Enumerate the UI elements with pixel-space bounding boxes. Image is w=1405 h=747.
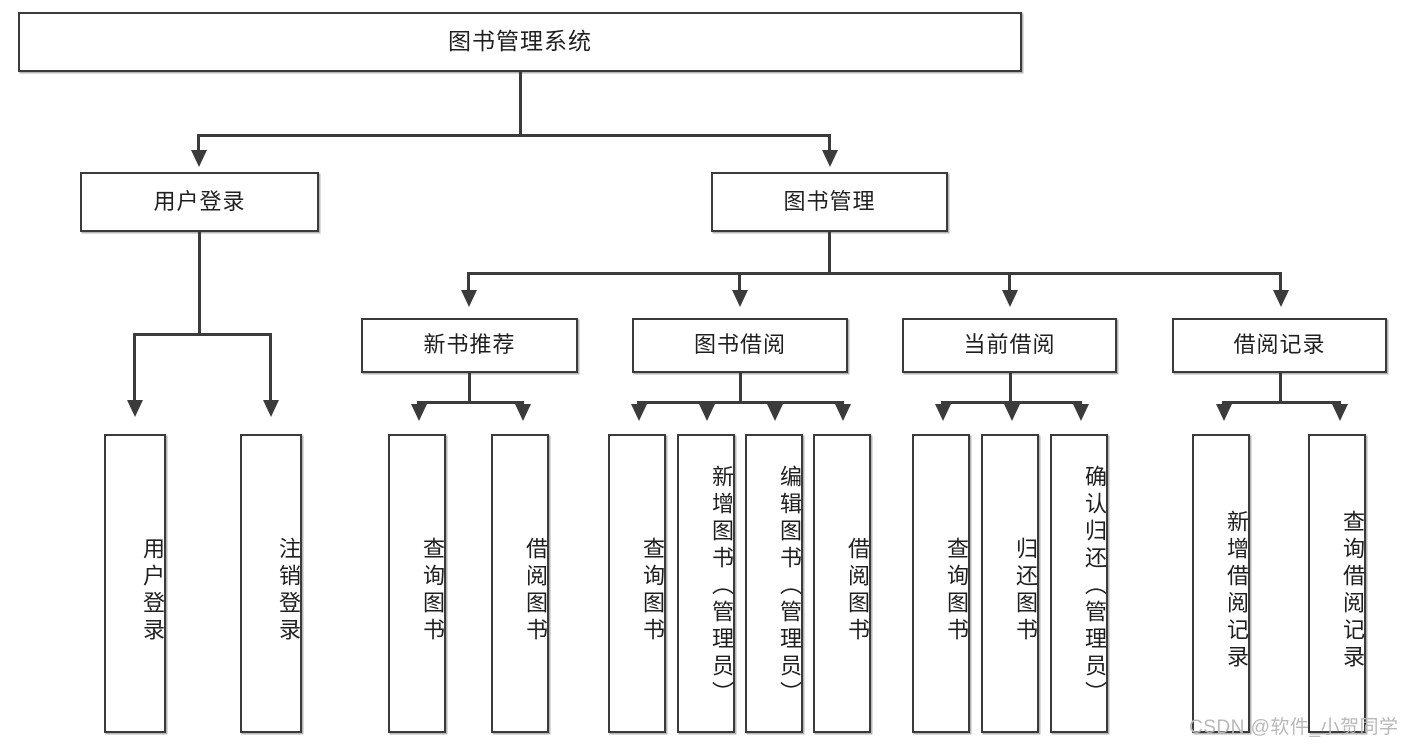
node-root-system[interactable]: 图书管理系统	[18, 12, 1022, 72]
edge-cb-to-leaf1	[941, 401, 944, 406]
edge-br-to-leaf1	[1222, 401, 1225, 406]
arrow-root-to-user-login	[190, 150, 207, 167]
edge-new-book-down	[468, 373, 471, 403]
arrow-bb-to-leaf4	[834, 404, 851, 421]
edge-cb-to-leaf2	[1010, 401, 1013, 406]
leaf-add-borrow-record[interactable]: 新增借阅记录	[1192, 434, 1250, 733]
edge-borrow-record-bus	[1222, 401, 1340, 404]
edge-root-bus	[197, 134, 831, 137]
leaf-query-book-borrow[interactable]: 查询图书	[608, 434, 666, 733]
node-user-login[interactable]: 用户登录	[80, 172, 319, 232]
leaf-add-book-admin[interactable]: 新增图书（管理员）	[677, 434, 735, 733]
edge-user-login-down	[198, 232, 201, 335]
node-book-borrow[interactable]: 图书借阅	[632, 318, 848, 373]
node-book-management[interactable]: 图书管理	[711, 172, 948, 232]
edge-cb-to-leaf3	[1079, 401, 1082, 406]
edge-book-management-down	[828, 232, 831, 274]
edge-bm-to-new-book	[467, 272, 470, 291]
arrow-user-login-to-leaf1	[126, 400, 143, 417]
edge-br-to-leaf2	[1338, 401, 1341, 406]
leaf-user-login[interactable]: 用户登录	[104, 434, 166, 733]
edge-nb-to-leaf1	[417, 401, 420, 406]
arrow-bm-to-new-book	[460, 290, 477, 307]
leaf-logout[interactable]: 注销登录	[240, 434, 302, 733]
edge-user-login-to-leaf1	[133, 333, 136, 401]
leaf-borrow-book-borrow[interactable]: 借阅图书	[813, 434, 871, 733]
edge-bm-to-borrow-record	[1279, 272, 1282, 291]
edge-bb-to-leaf3	[773, 401, 776, 406]
edge-root-down	[518, 72, 522, 136]
edge-root-to-book-management	[828, 134, 831, 151]
edge-book-management-bus	[467, 272, 1282, 275]
leaf-confirm-return-admin[interactable]: 确认归还（管理员）	[1050, 434, 1108, 733]
arrow-cb-to-leaf3	[1072, 404, 1089, 421]
leaf-return-book[interactable]: 归还图书	[981, 434, 1039, 733]
arrow-bb-to-leaf1	[630, 404, 647, 421]
leaf-borrow-book-new-recommend[interactable]: 借阅图书	[491, 434, 549, 733]
edge-bb-to-leaf4	[841, 401, 844, 406]
arrow-bb-to-leaf2	[698, 404, 715, 421]
edge-new-book-bus	[417, 401, 523, 404]
node-new-book-recommend[interactable]: 新书推荐	[361, 318, 578, 373]
arrow-br-to-leaf2	[1331, 404, 1348, 421]
edge-bm-to-book-borrow	[738, 272, 741, 291]
edge-current-borrow-down	[1009, 373, 1012, 403]
csdn-watermark: CSDN @软件_小贺同学	[1189, 717, 1399, 738]
leaf-query-borrow-record[interactable]: 查询借阅记录	[1308, 434, 1366, 733]
node-current-borrow[interactable]: 当前借阅	[902, 318, 1117, 373]
edge-borrow-record-down	[1279, 373, 1282, 403]
edge-root-to-user-login	[197, 134, 200, 151]
leaf-query-book-current[interactable]: 查询图书	[912, 434, 970, 733]
edge-bb-to-leaf1	[637, 401, 640, 406]
edge-user-login-to-leaf2	[269, 333, 272, 401]
arrow-cb-to-leaf1	[934, 404, 951, 421]
arrow-nb-to-leaf2	[514, 404, 531, 421]
edge-book-borrow-down	[739, 373, 742, 403]
node-borrow-record[interactable]: 借阅记录	[1172, 318, 1387, 373]
arrow-bm-to-borrow-record	[1272, 290, 1289, 307]
edge-user-login-bus	[133, 333, 270, 336]
edge-book-borrow-bus	[637, 401, 843, 404]
arrow-bm-to-book-borrow	[731, 290, 748, 307]
edge-nb-to-leaf2	[521, 401, 524, 406]
arrow-user-login-to-leaf2	[262, 400, 279, 417]
arrow-cb-to-leaf2	[1003, 404, 1020, 421]
arrow-root-to-book-management	[821, 150, 838, 167]
leaf-query-book-new-recommend[interactable]: 查询图书	[388, 434, 446, 733]
arrow-br-to-leaf1	[1215, 404, 1232, 421]
edge-bm-to-current-borrow	[1008, 272, 1011, 291]
arrow-bm-to-current-borrow	[1001, 290, 1018, 307]
arrow-bb-to-leaf3	[766, 404, 783, 421]
edge-bb-to-leaf2	[705, 401, 708, 406]
leaf-edit-book-admin[interactable]: 编辑图书（管理员）	[745, 434, 803, 733]
arrow-nb-to-leaf1	[410, 404, 427, 421]
